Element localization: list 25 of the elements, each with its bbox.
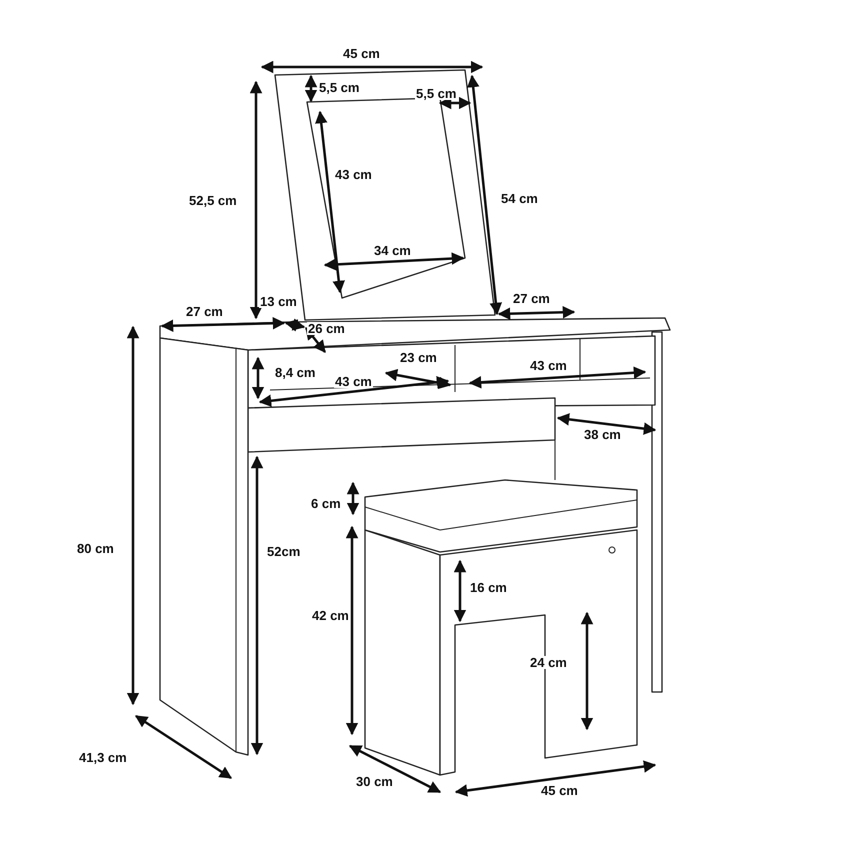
dimension-label: 16 cm <box>469 581 508 594</box>
dimension-label: 43 cm <box>334 375 373 388</box>
dimension-label: 27 cm <box>512 292 551 305</box>
dimension-label: 80 cm <box>76 542 115 555</box>
dimension-label: 23 cm <box>399 351 438 364</box>
dimension-label: 38 cm <box>583 428 622 441</box>
dimension-label: 24 cm <box>529 656 568 669</box>
dimension-label: 6 cm <box>310 497 342 510</box>
dimension-label: 45 cm <box>540 784 579 797</box>
dimension-label: 45 cm <box>342 47 381 60</box>
dimension-label: 5,5 cm <box>318 81 360 94</box>
dimension-label: 34 cm <box>373 244 412 257</box>
dimension-label: 5,5 cm <box>415 87 458 100</box>
dimension-label: 41,3 cm <box>78 751 128 764</box>
dimension-label: 43 cm <box>334 168 373 181</box>
dimension-label: 54 cm <box>500 192 539 205</box>
dimension-label: 27 cm <box>185 305 224 318</box>
dimension-label: 52cm <box>266 545 302 558</box>
dimension-label: 13 cm <box>259 295 298 308</box>
dimension-label: 52,5 cm <box>188 194 238 207</box>
dimension-label: 43 cm <box>529 359 568 372</box>
dimension-label: 8,4 cm <box>274 366 316 379</box>
dimension-label: 26 cm <box>307 322 346 335</box>
dimension-label: 42 cm <box>311 609 350 622</box>
dimension-label: 30 cm <box>355 775 394 788</box>
